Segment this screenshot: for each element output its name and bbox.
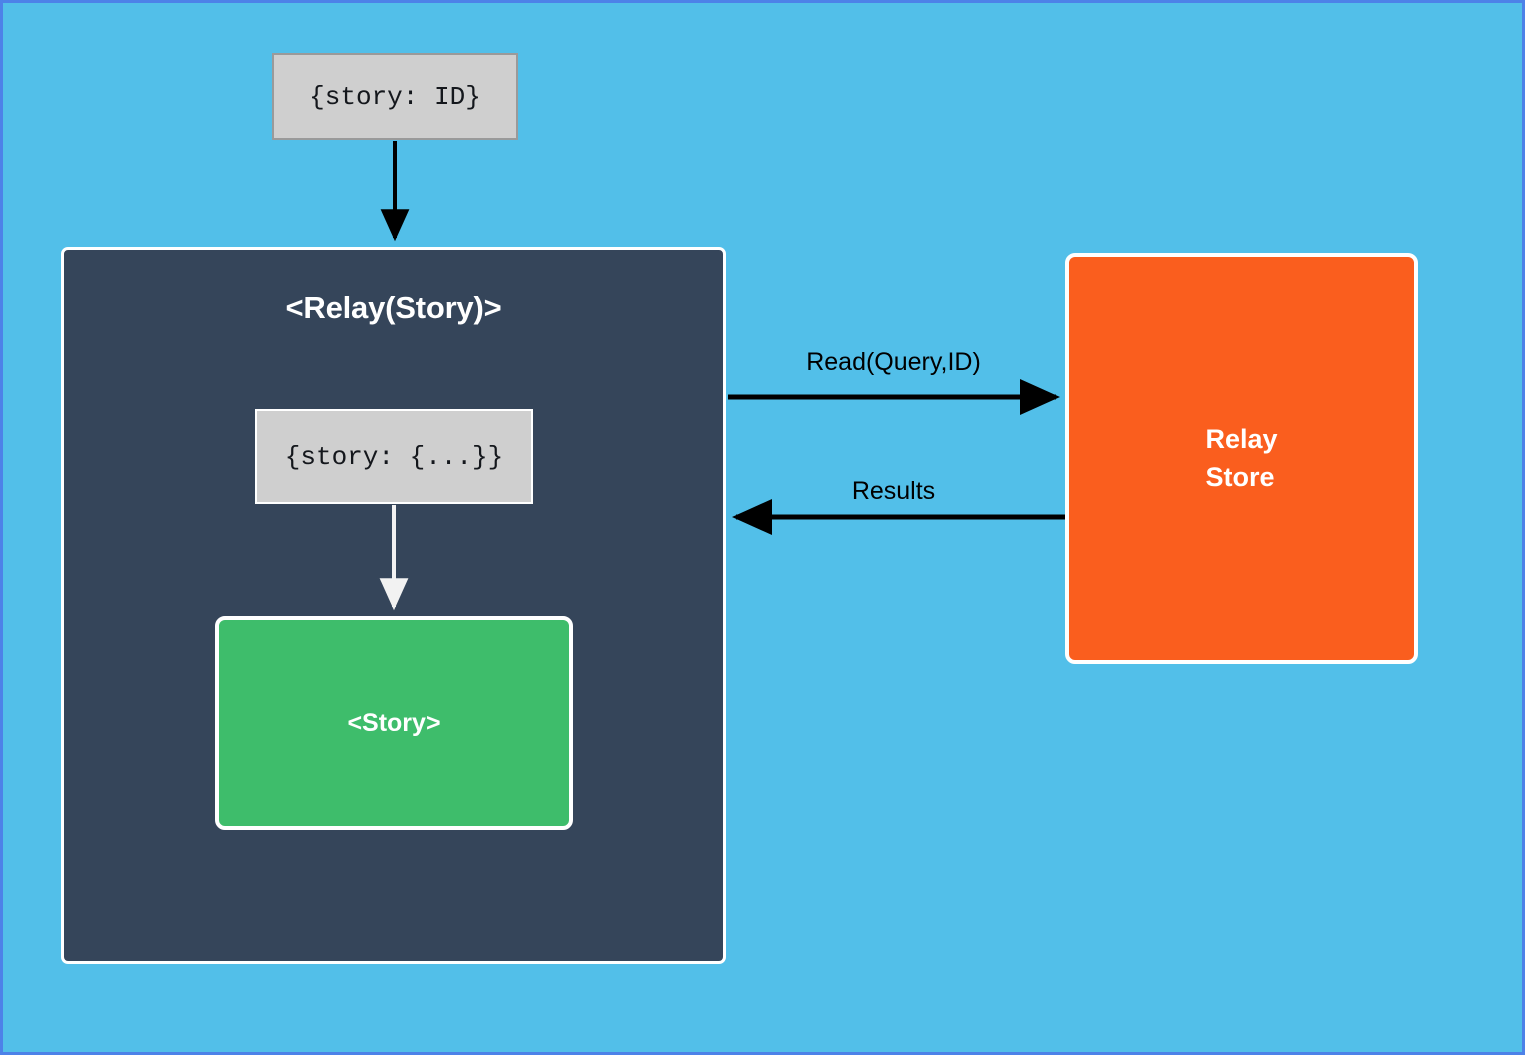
- props-node-label: {story: ID}: [309, 81, 481, 112]
- relay-container-node: <Relay(Story)>: [61, 247, 726, 964]
- story-node-label: <Story>: [347, 708, 441, 737]
- state-node: {story: {...}}: [255, 409, 533, 504]
- props-node: {story: ID}: [272, 53, 518, 140]
- state-node-label: {story: {...}}: [284, 441, 504, 472]
- edge-label-read: Read(Query,ID): [806, 348, 981, 376]
- edge-label-results: Results: [851, 477, 936, 505]
- story-node: <Story>: [215, 616, 573, 830]
- relay-container-title: <Relay(Story)>: [285, 290, 502, 325]
- relay-store-node: Relay Store: [1065, 253, 1418, 664]
- relay-store-label: Relay Store: [1205, 424, 1278, 492]
